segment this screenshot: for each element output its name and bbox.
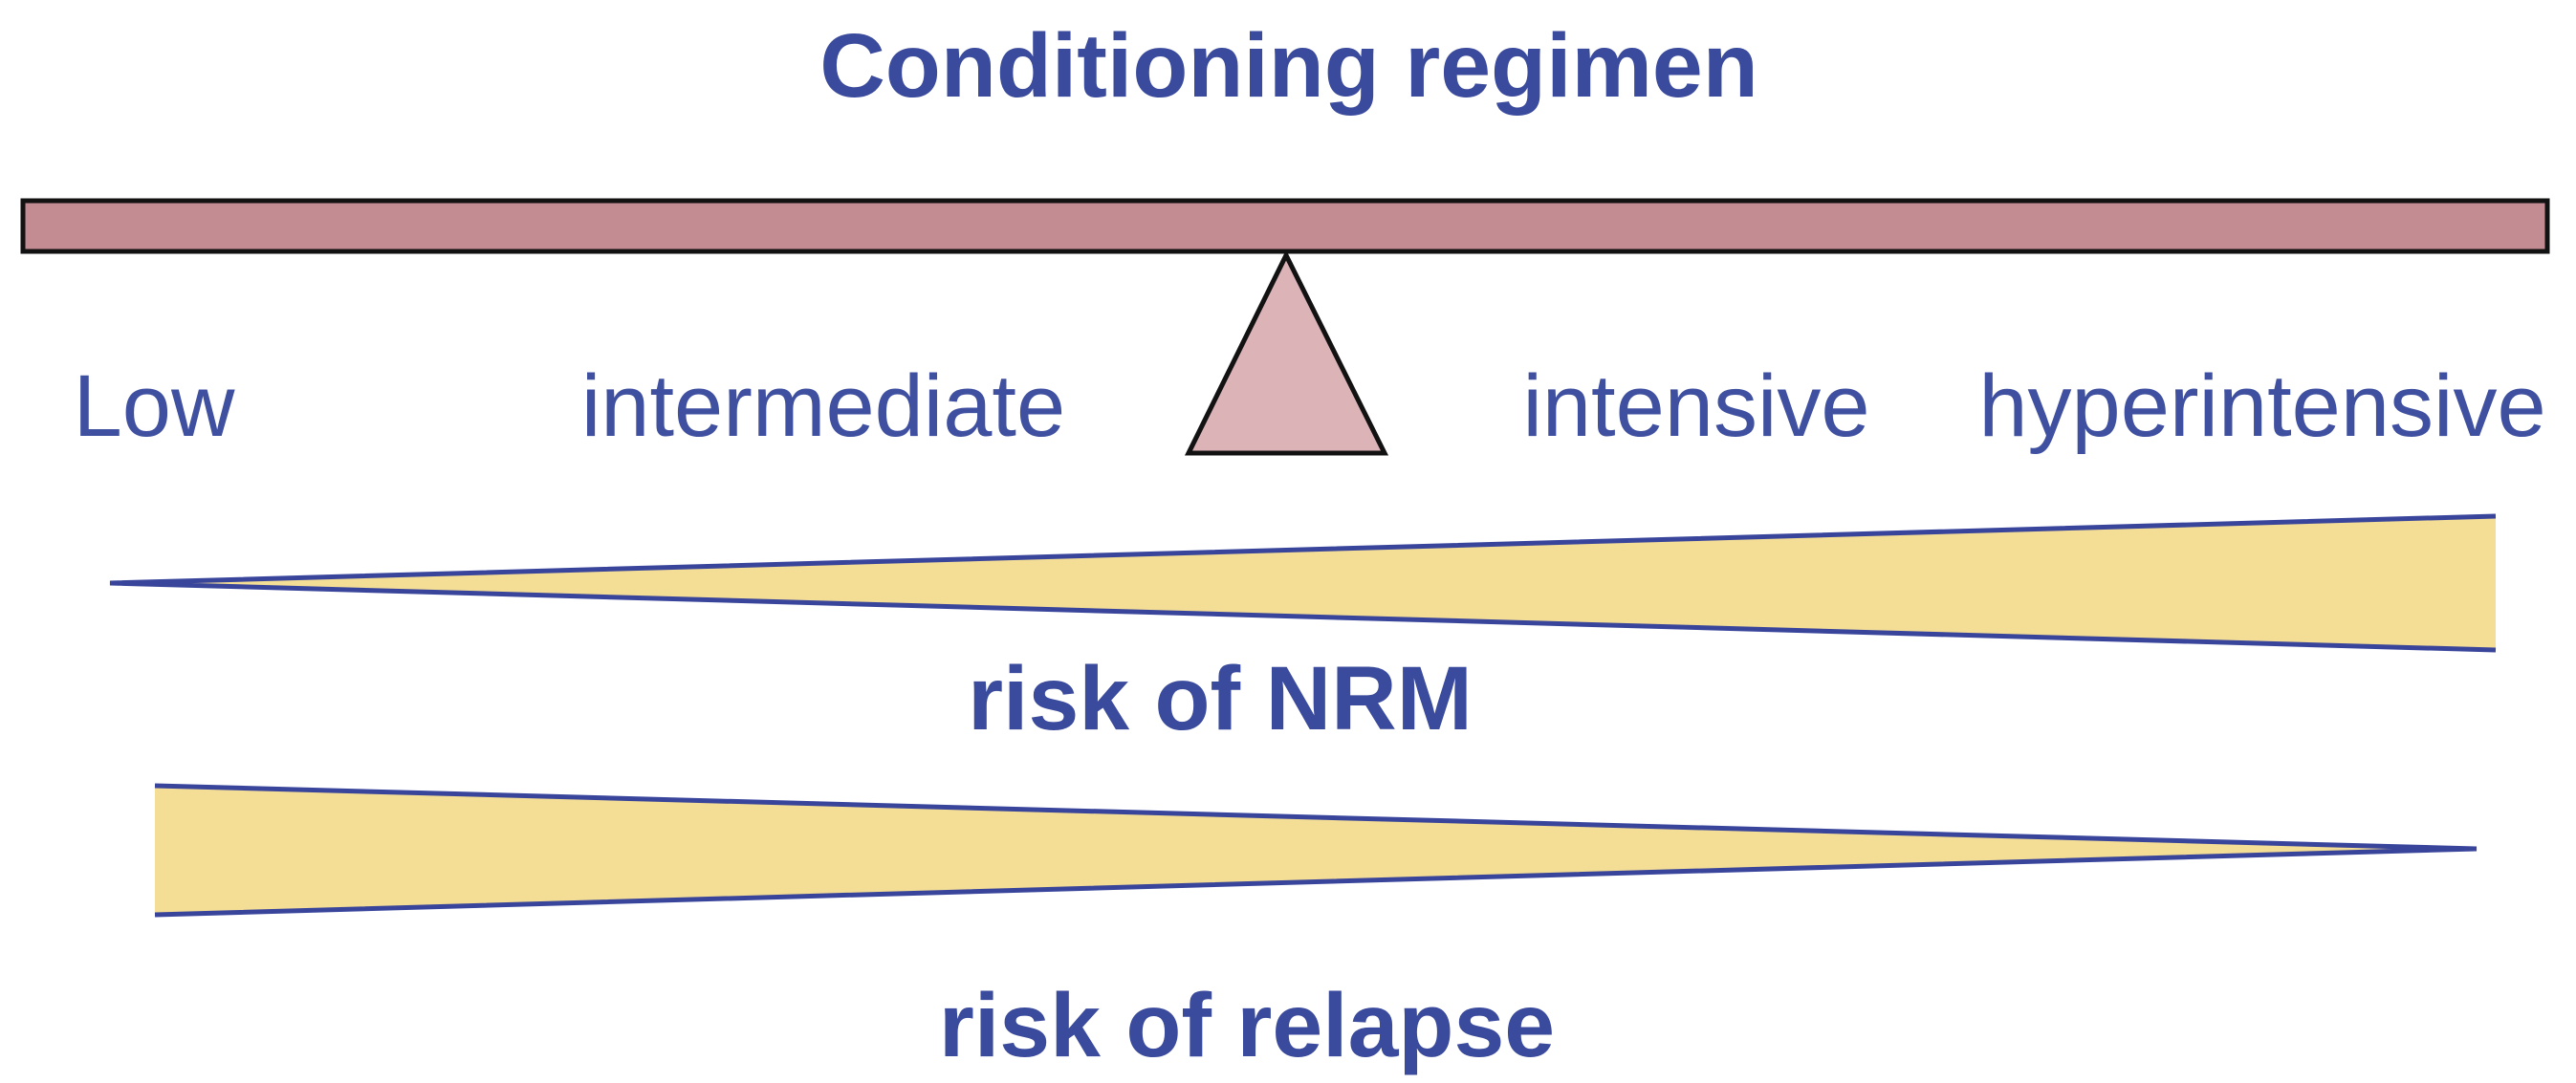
intensity-label-intensive: intensive xyxy=(1522,357,1870,455)
relapse-wedge xyxy=(155,786,2477,915)
intensity-label-low: Low xyxy=(73,357,235,455)
nrm-wedge-label: risk of NRM xyxy=(968,648,1473,749)
figure-title: Conditioning regimen xyxy=(819,15,1758,117)
fulcrum-triangle xyxy=(1184,249,1389,456)
intensity-label-hyperintensive: hyperintensive xyxy=(1978,357,2546,455)
nrm-wedge-border xyxy=(109,513,2497,653)
nrm-wedge xyxy=(110,516,2496,650)
balance-beam xyxy=(20,198,2550,254)
relapse-wedge-label: risk of relapse xyxy=(938,975,1556,1076)
intensity-label-intermediate: intermediate xyxy=(580,357,1066,455)
relapse-wedge-border xyxy=(154,783,2478,918)
